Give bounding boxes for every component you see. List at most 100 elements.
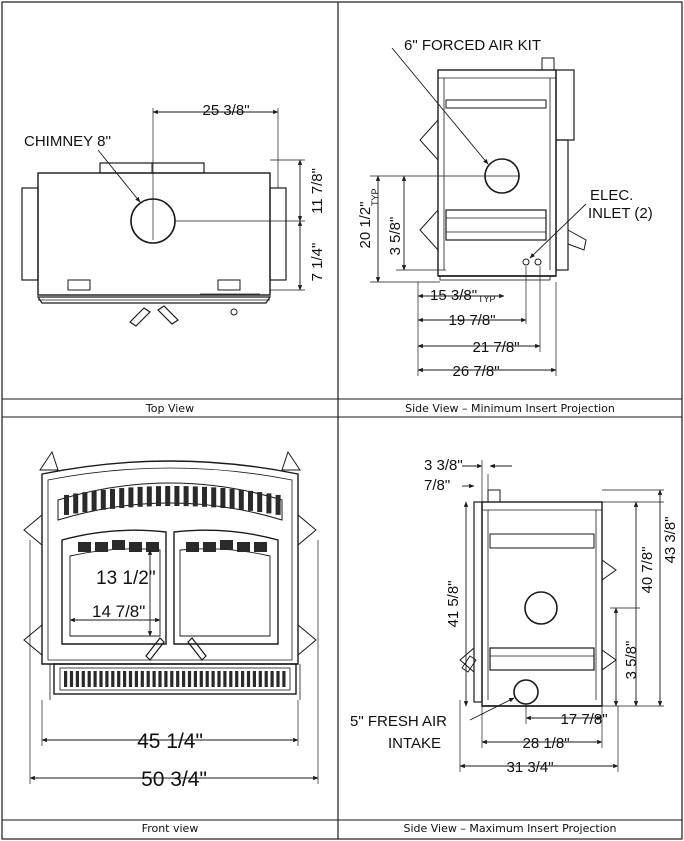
side-max-body bbox=[459, 489, 617, 707]
lower-slat bbox=[140, 671, 144, 687]
dim-side-min-c: 21 7/8" bbox=[472, 339, 519, 356]
caption-top-view: Top View bbox=[145, 402, 194, 415]
lower-slat bbox=[87, 671, 91, 687]
dim-side-max-c: 31 3/4" bbox=[506, 759, 553, 776]
arch-slat bbox=[202, 486, 207, 507]
dim-front-inner: 45 1/4" bbox=[137, 730, 203, 753]
side-min-body bbox=[419, 57, 587, 281]
arch-slat bbox=[64, 494, 69, 515]
arch-slat bbox=[119, 488, 125, 509]
lower-slat bbox=[282, 671, 286, 687]
arch-slat bbox=[110, 488, 115, 509]
lower-slat bbox=[276, 671, 280, 687]
arch-slat bbox=[82, 492, 88, 513]
arch-slat bbox=[146, 486, 152, 507]
lower-slat bbox=[128, 671, 133, 687]
lower-slat bbox=[99, 671, 103, 687]
lower-slat bbox=[75, 671, 79, 687]
side-view-min: 6" FORCED AIR KIT ELEC. INLET (2) 20 1/2… bbox=[357, 37, 653, 380]
arch-slat bbox=[229, 488, 235, 509]
arch-slat bbox=[156, 486, 161, 507]
front-body bbox=[23, 450, 317, 700]
elec-label-1: ELEC. bbox=[590, 187, 633, 204]
dim-side-min-height-sub: TYP bbox=[370, 188, 380, 206]
door-brick bbox=[95, 542, 108, 552]
lower-slat bbox=[158, 671, 162, 687]
door-brick bbox=[220, 540, 233, 550]
dim-top-depth-b: 7 1/4" bbox=[309, 243, 326, 282]
lower-slat bbox=[105, 671, 109, 687]
side-view-max: 3 3/8" 7/8" 41 5/8" 40 7/8" 43 3/8" 3 5/… bbox=[350, 457, 679, 776]
dim-glass-width: 14 7/8" bbox=[92, 602, 145, 621]
dim-side-max-top-a: 3 3/8" bbox=[424, 457, 463, 474]
arch-slat bbox=[238, 489, 244, 510]
door-brick bbox=[203, 542, 216, 552]
dim-side-min-d: 26 7/8" bbox=[452, 363, 499, 380]
dim-top-depth-a: 11 7/8" bbox=[309, 168, 326, 214]
lower-slat bbox=[134, 671, 138, 687]
top-view: 25 3/8" 11 7/8" 7 1/4" CHIMNEY 8'' bbox=[21, 102, 326, 327]
arch-slat bbox=[174, 486, 180, 507]
dim-side-max-a: 17 7/8" bbox=[560, 711, 607, 728]
lower-slat bbox=[258, 671, 262, 687]
arch-slat bbox=[257, 492, 263, 513]
dim-glass-height: 13 1/2" bbox=[96, 568, 156, 589]
arch-slat bbox=[183, 486, 189, 507]
lower-slat bbox=[64, 671, 68, 687]
dim-side-max-b: 28 1/8" bbox=[522, 735, 569, 752]
lower-slat bbox=[211, 671, 215, 687]
arch-slat bbox=[73, 493, 79, 514]
lower-slat bbox=[229, 671, 233, 687]
lower-slat bbox=[152, 671, 156, 687]
lower-slat bbox=[199, 671, 203, 687]
arch-slat bbox=[220, 488, 226, 509]
lower-slat bbox=[111, 671, 115, 687]
dim-side-max-small: 3 5/8" bbox=[623, 641, 640, 680]
elec-label-2: INLET (2) bbox=[588, 205, 653, 222]
lower-slat bbox=[164, 671, 168, 687]
door-brick-row bbox=[78, 540, 267, 552]
caption-front-view: Front view bbox=[142, 822, 199, 835]
dim-top-width: 25 3/8" bbox=[202, 102, 249, 119]
arch-slat bbox=[266, 493, 272, 514]
door-brick bbox=[237, 542, 250, 552]
lower-slat bbox=[193, 671, 197, 687]
dim-side-max-h-b: 40 7/8" bbox=[639, 546, 656, 593]
lower-slat bbox=[205, 671, 209, 687]
lower-slat bbox=[182, 671, 186, 687]
arch-slat bbox=[211, 487, 217, 508]
lower-slat bbox=[223, 671, 227, 687]
lower-slat bbox=[270, 671, 274, 687]
lower-slat bbox=[81, 671, 85, 687]
door-brick bbox=[78, 542, 91, 552]
lower-slat bbox=[176, 671, 180, 687]
lower-slat bbox=[235, 671, 239, 687]
lower-slat bbox=[123, 671, 127, 687]
arch-slat bbox=[128, 487, 134, 508]
dim-front-outer: 50 3/4" bbox=[141, 768, 207, 791]
lower-slat bbox=[246, 671, 251, 687]
door-brick bbox=[129, 542, 142, 552]
lower-slat bbox=[170, 671, 174, 687]
fresh-air-label-2: INTAKE bbox=[388, 735, 441, 752]
dim-side-min-b: 19 7/8" bbox=[448, 312, 495, 329]
lower-slat bbox=[252, 671, 256, 687]
lower-slat bbox=[217, 671, 221, 687]
arch-slat bbox=[165, 486, 171, 507]
chimney-label: CHIMNEY 8'' bbox=[24, 133, 111, 150]
door-brick bbox=[186, 542, 199, 552]
dim-side-max-top-b: 7/8" bbox=[424, 477, 450, 494]
door-brick bbox=[146, 542, 159, 552]
dim-side-max-h-a: 41 5/8" bbox=[445, 580, 462, 627]
dim-side-min-a-sub: TYP bbox=[478, 294, 496, 304]
forced-air-label: 6" FORCED AIR KIT bbox=[404, 37, 541, 54]
front-view: 13 1/2" 14 7/8" 45 1/4" 50 3/4" bbox=[23, 450, 319, 791]
dim-side-max-h-c: 43 3/8" bbox=[662, 516, 679, 563]
lower-slat bbox=[117, 671, 121, 687]
fresh-air-intake bbox=[513, 679, 539, 705]
top-view-body bbox=[21, 162, 287, 327]
door-brick bbox=[254, 542, 267, 552]
lower-slat bbox=[146, 671, 150, 687]
lower-slat bbox=[264, 671, 268, 687]
